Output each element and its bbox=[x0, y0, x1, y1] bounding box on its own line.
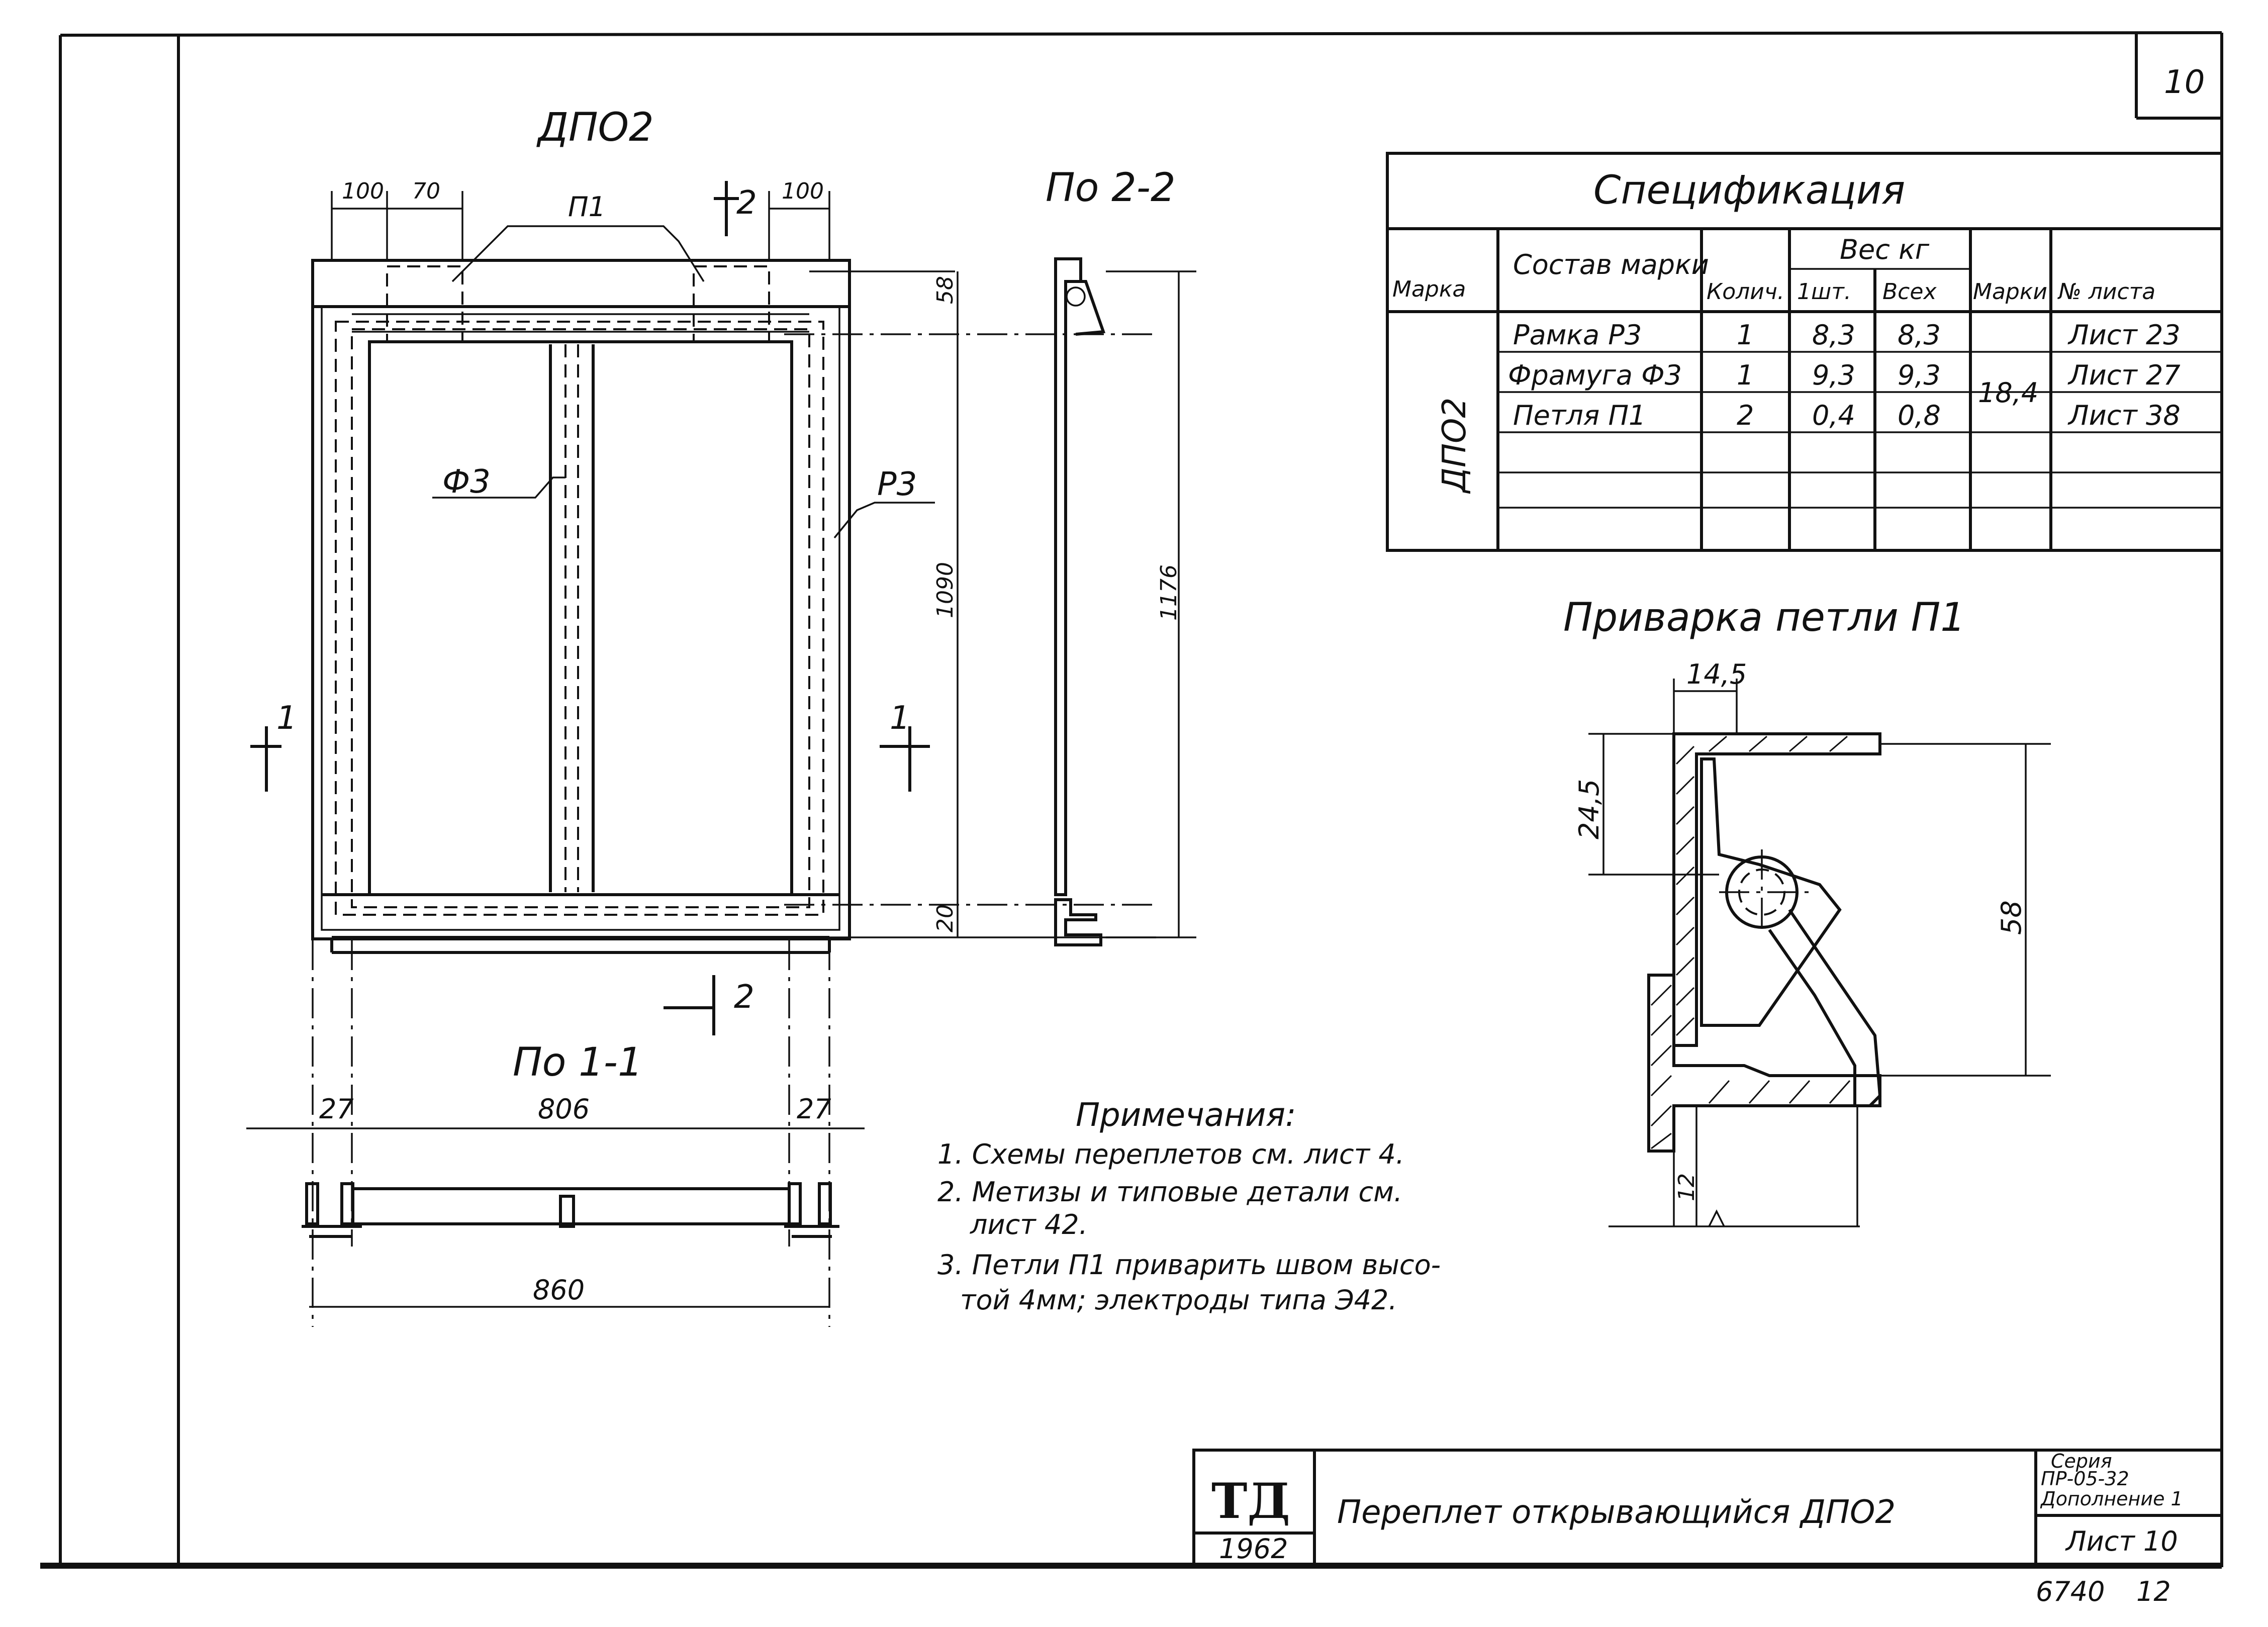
title-block-logo: ТД bbox=[1211, 1473, 1290, 1529]
footer: 6740 12 bbox=[2036, 1576, 2171, 1607]
section-1-1: По 1-1 27 806 27 860 bbox=[246, 1040, 865, 1308]
note-line: 2. Метизы и типовые детали см. bbox=[937, 1176, 1402, 1208]
spec-row-qty: 2 bbox=[1737, 400, 1754, 431]
spec-mark-value: ДПО2 bbox=[1436, 398, 1473, 494]
label-r3: Р3 bbox=[877, 466, 917, 503]
note-line: лист 42. bbox=[970, 1209, 1088, 1240]
spec-row-one: 8,3 bbox=[1812, 319, 1855, 351]
section-mark-2-top: 2 bbox=[736, 184, 757, 222]
section-mark-2-bottom: 2 bbox=[734, 979, 754, 1016]
dim-1176: 1176 bbox=[1156, 564, 1182, 621]
dim-right-1090: 1090 bbox=[932, 562, 958, 618]
notes: Примечания: 1. Схемы переплетов см. лист… bbox=[937, 1097, 1441, 1316]
spec-row-name: Рамка Р3 bbox=[1513, 319, 1642, 351]
spec-row: Рамка Р3 1 8,3 8,3 Лист 23 bbox=[1513, 319, 2181, 351]
spec-row-all: 0,8 bbox=[1898, 400, 1941, 431]
spec-header-mark: Марка bbox=[1392, 276, 1466, 302]
spec-table: Спецификация Марка Состав марки Колич. В… bbox=[1386, 152, 2223, 552]
spec-row-one: 0,4 bbox=[1812, 400, 1855, 431]
label-f3: Ф3 bbox=[442, 463, 491, 501]
weld-detail-title: Приварка петли П1 bbox=[1563, 595, 1965, 640]
weld-dim-58: 58 bbox=[1996, 900, 2027, 935]
dim-27-left: 27 bbox=[319, 1093, 354, 1125]
spec-header-w-all: Всех bbox=[1882, 279, 1937, 305]
spec-row-sheet: Лист 38 bbox=[2067, 400, 2181, 431]
note-line: 1. Схемы переплетов см. лист 4. bbox=[937, 1138, 1404, 1170]
main-view: ДПО2 100 70 100 П1 bbox=[250, 105, 1156, 1327]
sheet-number: 10 bbox=[2164, 64, 2205, 101]
weld-dim-24-5: 24,5 bbox=[1573, 779, 1605, 839]
title-block-title: Переплет открывающийся ДПО2 bbox=[1337, 1494, 1896, 1531]
weld-detail: Приварка петли П1 bbox=[1563, 595, 2051, 1227]
spec-row: Петля П1 2 0,4 0,8 Лист 38 bbox=[1513, 400, 2181, 431]
spec-row-qty: 1 bbox=[1737, 359, 1754, 391]
spec-row-one: 9,3 bbox=[1812, 359, 1855, 391]
dim-right-20: 20 bbox=[932, 904, 958, 932]
spec-row-name: Фрамуга Ф3 bbox=[1508, 359, 1682, 391]
weld-dim-12: 12 bbox=[1674, 1173, 1699, 1201]
spec-row-name: Петля П1 bbox=[1513, 400, 1646, 431]
title-block-series-code: ПР-05-32 bbox=[2041, 1468, 2129, 1490]
section-2-2: По 2-2 1176 bbox=[1046, 165, 1196, 946]
dim-860: 860 bbox=[533, 1274, 585, 1306]
title-block: ТД 1962 Переплет открывающийся ДПО2 Сери… bbox=[1192, 1449, 2223, 1567]
footer-code: 6740 bbox=[2036, 1576, 2105, 1607]
sheet-number-box: 10 bbox=[2135, 33, 2222, 120]
spec-mark-weight: 18,4 bbox=[1978, 377, 2038, 409]
section-1-1-title: По 1-1 bbox=[513, 1040, 643, 1085]
spec-header-qty: Колич. bbox=[1707, 279, 1784, 305]
section-2-2-title: По 2-2 bbox=[1046, 165, 1176, 211]
title-block-sheet: Лист 10 bbox=[2065, 1525, 2178, 1557]
spec-row-all: 9,3 bbox=[1898, 359, 1941, 391]
spec-header-sheet: № листа bbox=[2057, 279, 2155, 305]
dim-806: 806 bbox=[538, 1093, 590, 1125]
note-line: 3. Петли П1 приварить швом высо- bbox=[937, 1249, 1441, 1281]
note-line: той 4мм; электроды типа Э42. bbox=[960, 1284, 1397, 1316]
spec-header-composition: Состав марки bbox=[1513, 249, 1709, 280]
footer-page: 12 bbox=[2136, 1576, 2171, 1607]
label-p1: П1 bbox=[568, 191, 606, 223]
title-block-series-supplement: Дополнение 1 bbox=[2040, 1488, 2183, 1510]
spec-row-sheet: Лист 23 bbox=[2067, 319, 2181, 351]
spec-header-w-mark: Марки bbox=[1973, 279, 2047, 305]
main-view-title: ДПО2 bbox=[536, 105, 654, 150]
spec-row-sheet: Лист 27 bbox=[2067, 359, 2181, 391]
dim-right-58: 58 bbox=[932, 276, 958, 304]
notes-title: Примечания: bbox=[1076, 1097, 1296, 1134]
title-block-year: 1962 bbox=[1219, 1533, 1288, 1565]
spec-header-weight: Вес кг bbox=[1840, 234, 1930, 265]
spec-title: Спецификация bbox=[1593, 168, 1905, 213]
dim-top-100-right: 100 bbox=[782, 178, 824, 204]
dim-27-right: 27 bbox=[797, 1093, 831, 1125]
weld-dim-14-5: 14,5 bbox=[1686, 658, 1747, 690]
dim-top-100-left: 100 bbox=[342, 178, 384, 204]
dim-top-70: 70 bbox=[412, 178, 440, 204]
title-block-series: Серия bbox=[2051, 1450, 2112, 1472]
spec-row: Фрамуга Ф3 1 9,3 9,3 Лист 27 bbox=[1508, 359, 2181, 391]
section-mark-1-right: 1 bbox=[890, 700, 910, 737]
section-mark-1-left: 1 bbox=[276, 700, 297, 737]
spec-row-qty: 1 bbox=[1737, 319, 1754, 351]
spec-header-w-one: 1шт. bbox=[1797, 279, 1851, 305]
spec-row-all: 8,3 bbox=[1898, 319, 1941, 351]
